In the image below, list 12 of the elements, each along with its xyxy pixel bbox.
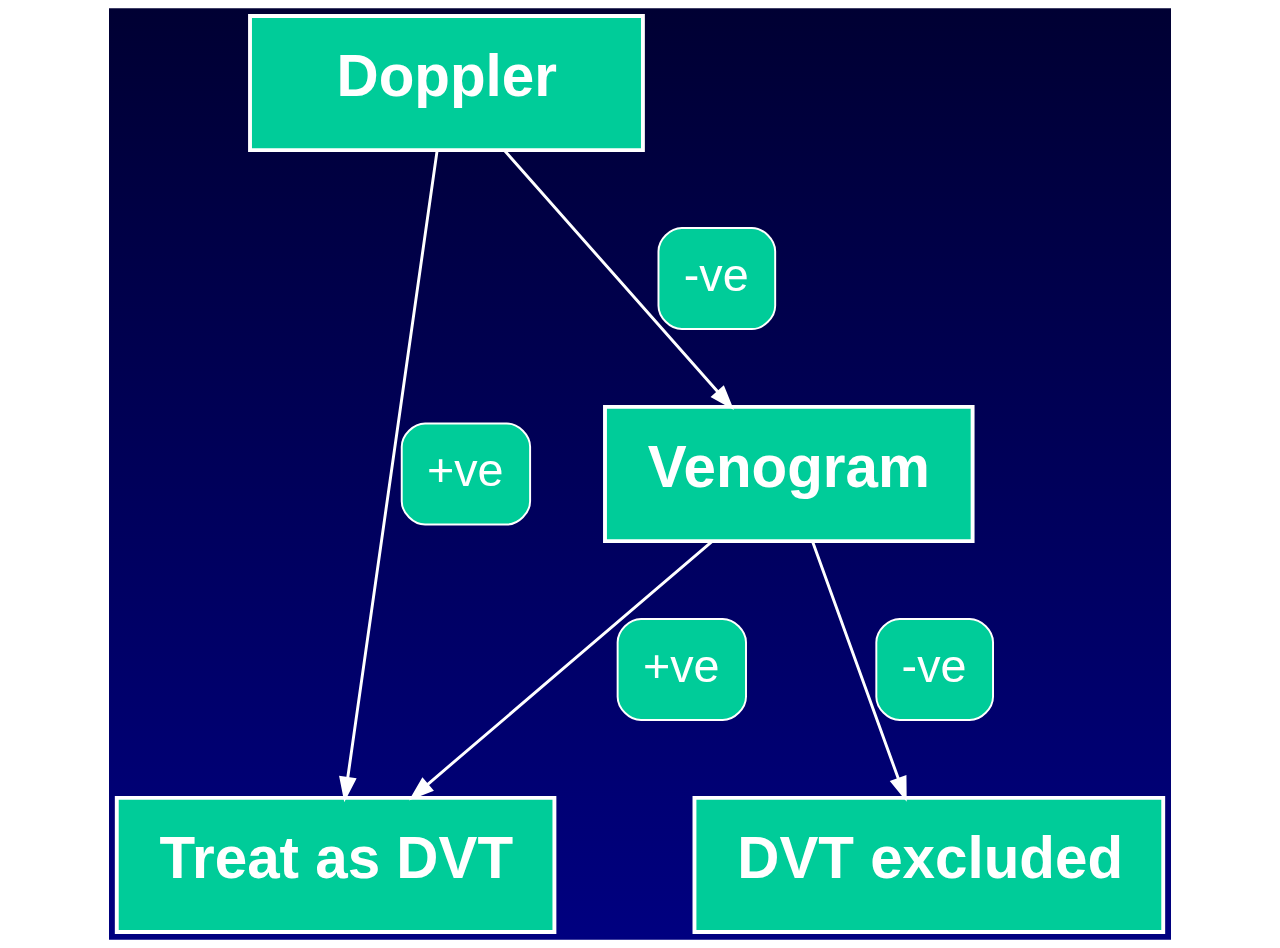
node-box: Doppler [248, 14, 645, 153]
edge-label: -ve [901, 639, 967, 692]
edge-label: +ve [427, 444, 504, 497]
edge-label: -ve [683, 248, 749, 301]
arrow [339, 150, 439, 803]
node-box: DVT excluded [692, 795, 1166, 934]
arrow [503, 149, 734, 411]
arrow [408, 540, 714, 801]
node-box: Treat as DVT [114, 795, 557, 934]
arrow [811, 541, 907, 802]
node-box: Venogram [603, 404, 975, 544]
edge-label: +ve [642, 639, 720, 692]
